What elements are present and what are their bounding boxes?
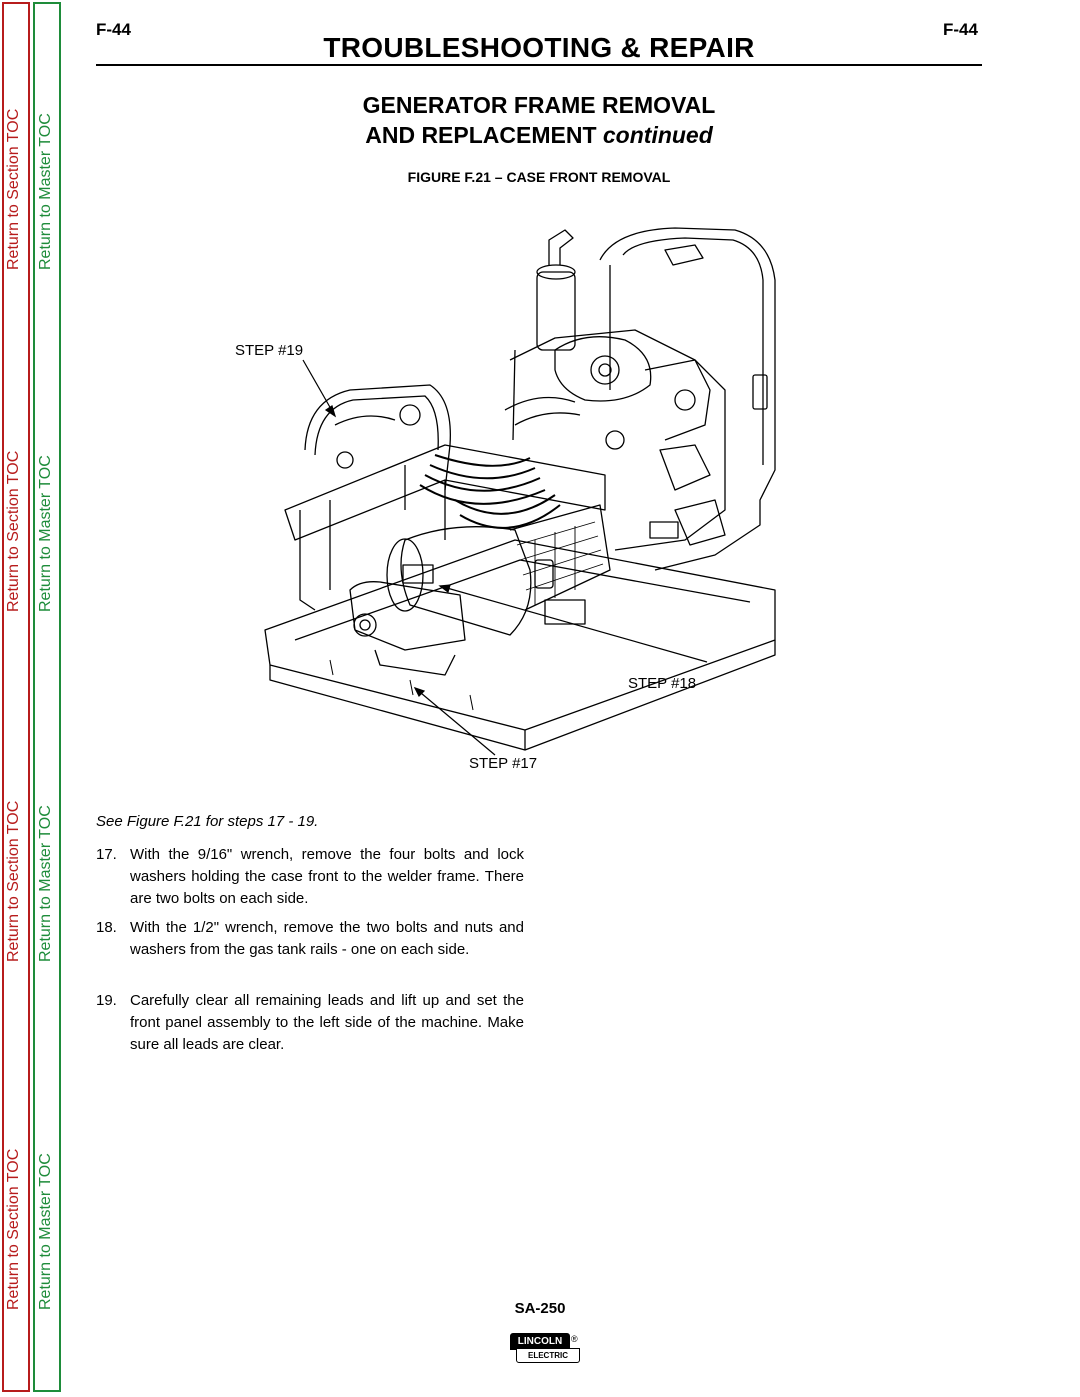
step-17-number: 17. [96, 846, 117, 863]
logo-registered-mark: ® [571, 1334, 578, 1344]
return-section-toc-link-1[interactable]: Return to Section TOC [5, 108, 22, 270]
return-master-toc-link-1[interactable]: Return to Master TOC [37, 113, 54, 270]
page-number-left: F-44 [96, 20, 131, 39]
step-19: 19. Carefully clear all remaining leads … [96, 990, 524, 1056]
master-toc-bar [33, 2, 61, 1392]
callout-step-17: STEP #17 [469, 755, 538, 772]
return-section-toc-link-3[interactable]: Return to Section TOC [5, 800, 22, 962]
header-rule [96, 64, 982, 66]
step-18-number: 18. [96, 919, 117, 936]
case-front-removal-illustration [264, 227, 776, 756]
step-19-text: Carefully clear all remaining leads and … [130, 992, 524, 1053]
step-18-text: With the 1/2" wrench, remove the two bol… [130, 919, 524, 958]
page-number-right: F-44 [943, 20, 978, 39]
step-19-number: 19. [96, 992, 117, 1009]
lincoln-electric-logo: LINCOLN ® ELECTRIC [510, 1333, 584, 1365]
section-toc-bar [2, 2, 30, 1392]
callout-step-18: STEP #18 [628, 675, 697, 692]
return-master-toc-link-2[interactable]: Return to Master TOC [37, 455, 54, 612]
section-title: TROUBLESHOOTING & REPAIR [323, 32, 755, 63]
step-17: 17. With the 9/16" wrench, remove the fo… [96, 844, 524, 910]
model-name: SA-250 [514, 1300, 566, 1317]
return-master-toc-link-4[interactable]: Return to Master TOC [37, 1153, 54, 1310]
return-section-toc-link-2[interactable]: Return to Section TOC [5, 450, 22, 612]
procedure-title-line2: AND REPLACEMENT continued [96, 122, 982, 149]
procedure-title-continued: continued [602, 122, 713, 148]
figure-caption: FIGURE F.21 – CASE FRONT REMOVAL [407, 169, 671, 185]
procedure-title-line1: GENERATOR FRAME REMOVAL [362, 92, 716, 118]
return-master-toc-link-3[interactable]: Return to Master TOC [37, 805, 54, 962]
logo-bottom-text: ELECTRIC [516, 1348, 580, 1363]
see-figure-note: See Figure F.21 for steps 17 - 19. [96, 813, 319, 830]
return-section-toc-link-4[interactable]: Return to Section TOC [5, 1148, 22, 1310]
callout-step-19: STEP #19 [235, 342, 304, 359]
step-17-text: With the 9/16" wrench, remove the four b… [130, 846, 524, 907]
procedure-title-main: AND REPLACEMENT [365, 122, 597, 148]
step-18: 18. With the 1/2" wrench, remove the two… [96, 917, 524, 961]
